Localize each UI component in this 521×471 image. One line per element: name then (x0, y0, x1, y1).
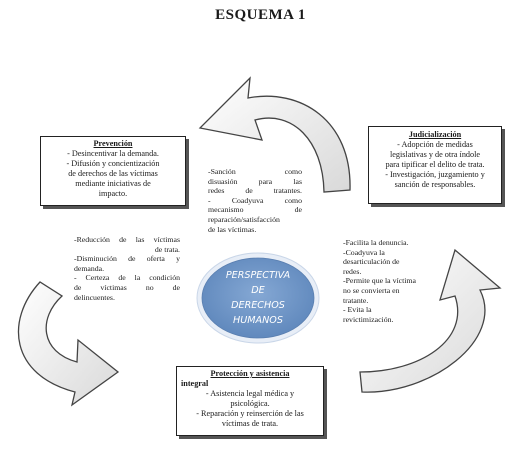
prevencion-line: - Difusión y concientización (66, 159, 160, 168)
prevencion-line: de derechos de las víctimas (68, 169, 158, 178)
judicializacion-line: sanción de responsables. (394, 180, 476, 189)
top-text-line: mecanismo de (208, 205, 302, 215)
top-text-line: disuasión para las (208, 176, 302, 186)
left-text-line: -Reducción de las víctimas (74, 235, 180, 244)
proteccion-line: - Reparación y reinserción de las (196, 409, 304, 418)
prevencion-line: mediante iniciativas de (75, 179, 151, 188)
top-text-line: de las víctimas. (208, 224, 257, 234)
judicializacion-line: - Investigación, juzgamiento y (385, 170, 485, 179)
left-text-line: demanda. (74, 263, 105, 273)
left-text-line: - Certeza de la condición (74, 273, 180, 283)
right-text-line: -Facilita la denuncia. (343, 238, 409, 247)
right-text-line: - Evita la (343, 305, 372, 315)
judicializacion-box: Judicialización - Adopción de medidas le… (368, 126, 502, 204)
right-text-line: tratante. (343, 295, 369, 305)
proteccion-box: Protección y asistencia integral - Asist… (176, 366, 324, 436)
right-text-line: -Permite que la víctima (343, 276, 416, 286)
left-text-line: -Disminución de oferta y (74, 254, 180, 264)
right-text-line: desarticulación de (343, 257, 400, 267)
center-line-2: DE (251, 285, 265, 296)
left-text-line: de víctimas no de (74, 282, 180, 292)
center-line-3: DERECHOS (231, 300, 285, 311)
top-text-line: redes de tratantes. (208, 186, 302, 196)
proteccion-heading: integral (181, 379, 209, 388)
judicializacion-line: para tipificar el delito de trata. (385, 160, 485, 169)
prevencion-line: impacto. (98, 189, 128, 198)
proteccion-line: - Asistencia legal médica y (205, 389, 295, 398)
center-line-1: PERSPECTIVA (225, 270, 291, 281)
right-arrow-text: -Facilita la denuncia. -Coadyuva la desa… (343, 238, 443, 324)
top-text-line: - Coadyuva como (208, 195, 302, 205)
judicializacion-heading: Judicialización (408, 130, 462, 139)
left-text-line: de trata. (154, 244, 180, 254)
arrow-top (198, 76, 351, 193)
left-text-line: delincuentes. (74, 292, 115, 302)
top-text-line: reparación/satisfacción (208, 214, 280, 224)
right-text-line: no se convierta en (343, 285, 400, 295)
proteccion-line: víctimas de trata. (221, 419, 279, 428)
diagram-title: ESQUEMA 1 (215, 7, 306, 23)
center-ellipse (201, 257, 315, 339)
prevencion-line: - Desincentivar la demanda. (67, 149, 159, 158)
center-line-4: HUMANOS (233, 315, 283, 326)
proteccion-line: psicológica. (230, 399, 270, 408)
judicializacion-line: legislativas y de otra índole (389, 150, 481, 159)
arrow-right (359, 248, 502, 393)
top-text-line: -Sanción como (208, 167, 302, 176)
judicializacion-line: - Adopción de medidas (397, 140, 473, 149)
prevencion-box: Prevención - Desincentivar la demanda. -… (40, 136, 186, 206)
top-arrow-text: -Sanción como disuasión para las redes d… (208, 167, 302, 234)
center-label: PERSPECTIVA DE DERECHOS HUMANOS (202, 258, 314, 338)
proteccion-heading: Protección y asistencia (210, 369, 290, 378)
left-arrow-text: -Reducción de las víctimas de trata. -Di… (74, 235, 180, 302)
right-text-line: -Coadyuva la (343, 247, 385, 257)
arrow-left (17, 281, 120, 407)
prevencion-heading: Prevención (93, 139, 133, 148)
right-text-line: redes. (343, 266, 362, 276)
right-text-line: revictimización. (343, 314, 394, 324)
